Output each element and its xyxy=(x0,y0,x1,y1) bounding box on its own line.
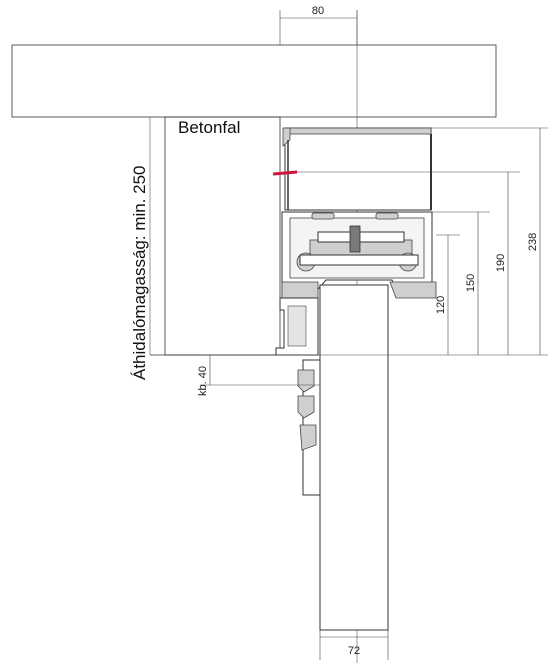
dim190-label: 190 xyxy=(495,254,507,272)
concrete-wall xyxy=(164,116,281,356)
bottom-dim-label: 72 xyxy=(348,645,360,657)
ceiling-slab xyxy=(11,44,497,118)
dim120-label: 120 xyxy=(435,296,447,314)
rail-slot-left xyxy=(311,212,335,220)
carriage-top xyxy=(317,231,405,243)
housing-box xyxy=(284,127,432,211)
door-leaf xyxy=(319,284,389,631)
dim238-label: 238 xyxy=(527,233,539,251)
rail-slot-right xyxy=(375,212,399,220)
guide-clip-bottom xyxy=(299,424,317,451)
guide-clip-upper xyxy=(297,369,315,393)
carriage-bolt xyxy=(349,225,361,253)
top-dim-label: 80 xyxy=(312,5,324,17)
gap-label: kb. 40 xyxy=(197,366,209,396)
dim150-label: 150 xyxy=(465,274,477,292)
anchor-marker xyxy=(272,170,298,176)
housing-top-flange xyxy=(284,127,432,135)
guide-clip-lower xyxy=(297,395,315,419)
carriage-axle xyxy=(299,254,419,266)
side-profile-inner xyxy=(287,305,307,347)
rail-lip-right xyxy=(389,281,437,299)
wall-label: Betonfal xyxy=(178,118,240,137)
rail-lip-left xyxy=(281,281,319,299)
passage-height-label: Áthidalómagasság: min. 250 xyxy=(130,165,149,380)
